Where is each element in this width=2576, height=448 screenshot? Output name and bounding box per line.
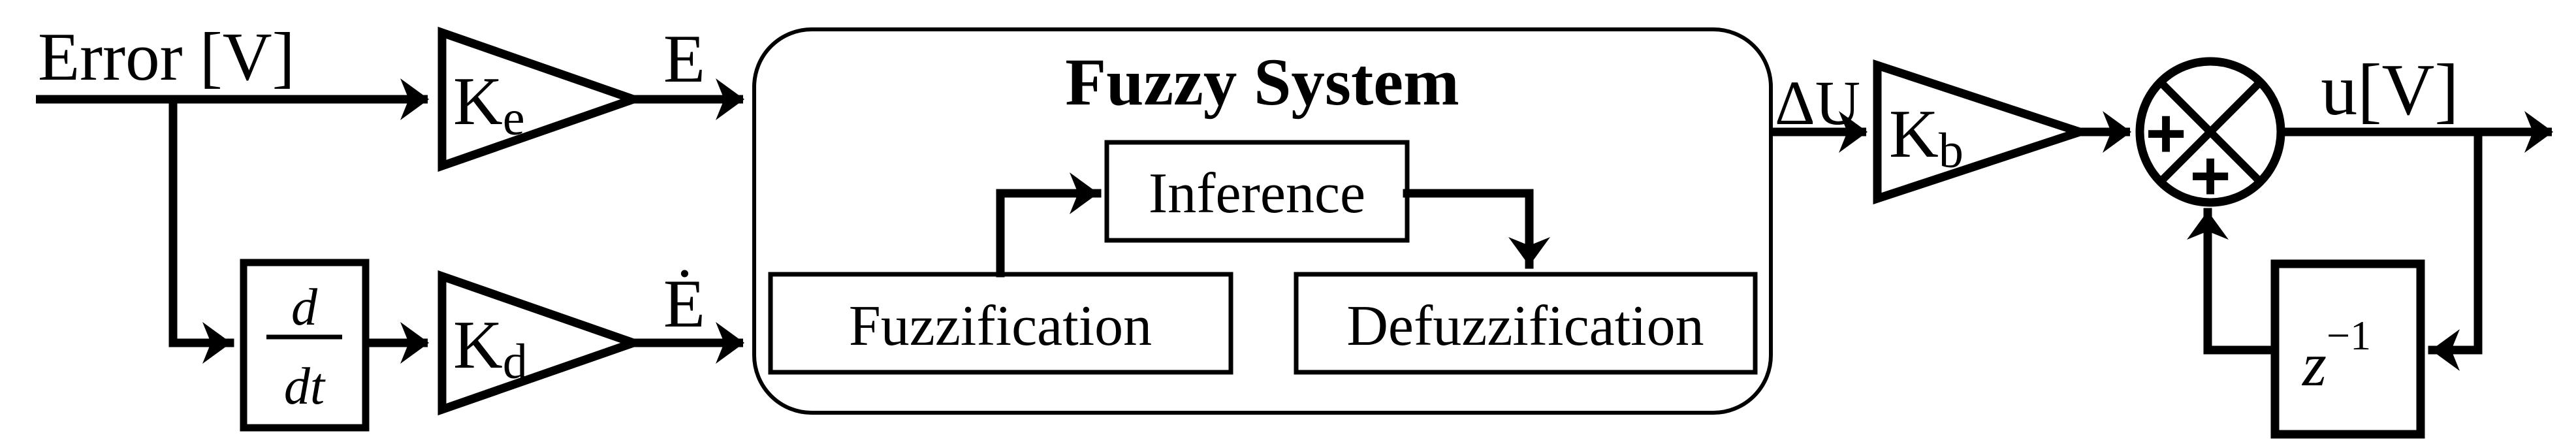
branch-wire-to-derivative xyxy=(168,95,234,364)
inference-block-label: Inference xyxy=(1149,162,1365,225)
fuzzy-system-title: Fuzzy System xyxy=(1065,45,1459,120)
ke-gain-triangle xyxy=(437,26,646,172)
kd-gain-triangle xyxy=(437,270,646,416)
defuzzification-block-label: Defuzzification xyxy=(1346,295,1704,358)
derivative-numerator: d xyxy=(291,279,318,336)
delay-block-frame xyxy=(2270,259,2425,439)
kb-gain-block: Kb xyxy=(1873,59,2093,204)
wire-fuzzification-to-inference xyxy=(996,172,1102,278)
defuzzification-block-frame xyxy=(1294,272,1758,375)
fuzzification-block-label: Fuzzification xyxy=(849,295,1152,358)
delay-block-label: z−1 xyxy=(2301,312,2371,399)
delay-block: z−1 xyxy=(2270,259,2425,439)
u-output-label: u[V] xyxy=(2321,50,2458,131)
feedback-wire-to-sum xyxy=(2187,208,2280,355)
plus-sign-left: + xyxy=(2145,93,2186,172)
feedback-wire-to-delay xyxy=(2428,127,2483,371)
edot-signal-label: Ė xyxy=(663,265,705,342)
e-signal-label: E xyxy=(663,20,705,97)
ke-gain-block: Ke xyxy=(437,26,646,172)
wire-inference-to-defuzzification xyxy=(1403,189,1550,269)
kd-gain-label: Kd xyxy=(453,306,528,389)
summing-junction: + + xyxy=(2135,57,2285,215)
kd-gain-block: Kd xyxy=(437,270,646,416)
fuzzy-system-container: Fuzzy System Inference Fuzzification Def… xyxy=(752,27,1773,415)
plus-sign-bottom: + xyxy=(2189,136,2231,215)
summing-junction-diagonal-2 xyxy=(2157,79,2263,185)
inference-block-frame xyxy=(1104,140,1410,243)
delta-u-signal-label: ΔU xyxy=(1775,68,1860,138)
kb-gain-label: Kb xyxy=(1889,95,1964,178)
derivative-block: d dt xyxy=(240,259,370,432)
ke-gain-label: Ke xyxy=(453,63,525,146)
error-input-label: Error [V] xyxy=(38,18,295,95)
kb-gain-triangle xyxy=(1873,59,2093,204)
derivative-denominator: dt xyxy=(284,358,326,415)
